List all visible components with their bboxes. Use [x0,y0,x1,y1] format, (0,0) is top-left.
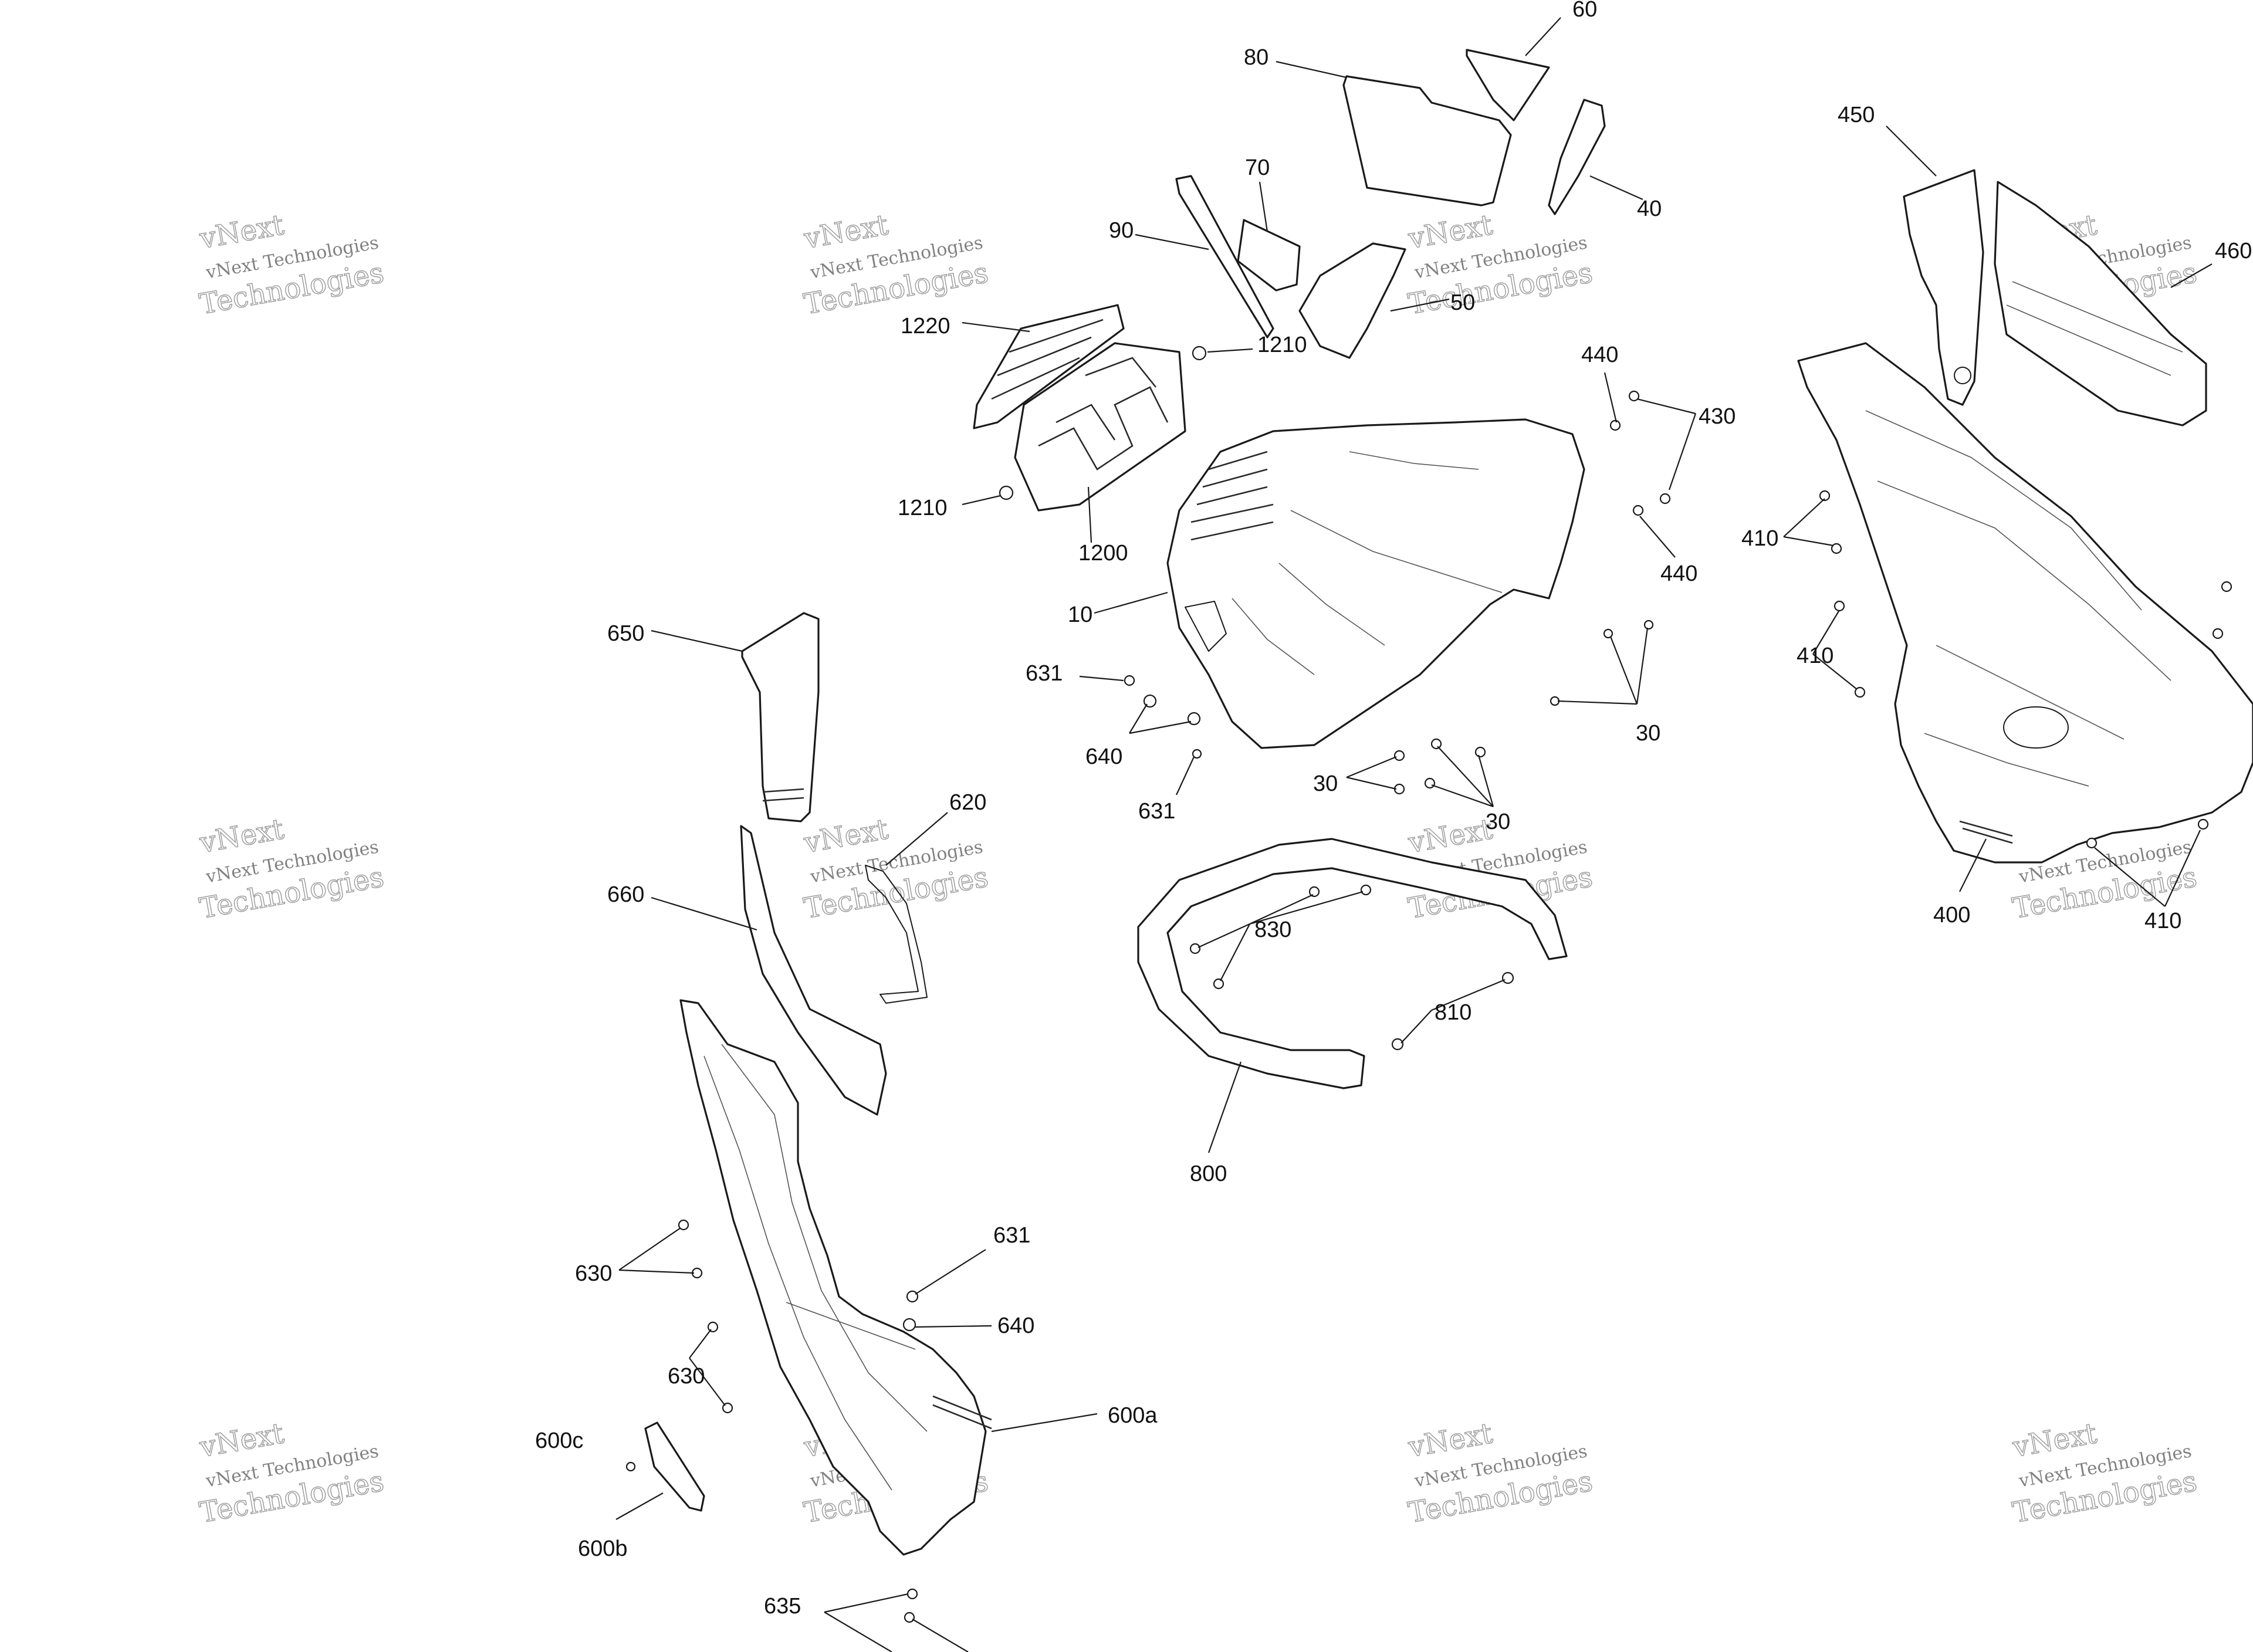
watermark-vnext: vNext [197,208,286,255]
callout-600c: 600c [535,1428,583,1453]
watermark-vnext: vNext [1406,813,1495,859]
watermark-vnext: vNext [197,1417,286,1464]
panel-400 [1797,342,2253,864]
panel-650 [741,612,820,822]
callout-800: 800 [1190,1162,1227,1186]
callout-1210: 1210 [1257,333,1307,357]
panel-40 [1548,99,1606,215]
callout-430: 430 [1699,404,1736,429]
callout-600a: 600a [1108,1403,1158,1428]
panel-50 [1298,242,1406,359]
callout-620: 620 [949,790,986,815]
body-10-detail [1232,451,1503,675]
callout-640: 640 [1085,744,1122,769]
callout-40: 40 [1637,197,1662,221]
grille-1220 [973,304,1125,429]
panel-400-cutout [2003,706,2069,749]
panel-400-detail [1865,410,2171,787]
panel-460 [1994,181,2207,426]
panel-400-strip [1959,820,2013,844]
callout-630: 630 [575,1261,612,1286]
fasteners-410 [1819,490,2232,849]
body-10-vent [1185,601,1227,652]
callout-30: 30 [1313,771,1338,796]
callout-440: 440 [1660,561,1697,586]
panel-450-hole [1954,367,1971,384]
callout-600b: 600b [578,1536,628,1561]
callout-631: 631 [1026,661,1063,686]
fasteners-810 [1391,971,1514,1051]
callout-631: 631 [993,1223,1030,1248]
callout-660: 660 [607,882,644,907]
callout-460: 460 [2215,239,2252,263]
bumper-800 [1137,838,1568,1089]
callout-30: 30 [1486,810,1510,834]
callout-650: 650 [607,621,644,646]
callout-60: 60 [1572,0,1597,22]
grille-1220-detail [991,319,1104,400]
callout-810: 810 [1435,1000,1471,1025]
panel-80 [1342,75,1512,206]
clip-1210 [1192,346,1207,361]
callout-630: 630 [668,1364,705,1389]
panel-60 [1466,49,1550,121]
clip-1210 [999,485,1014,500]
callout-400: 400 [1933,903,1970,927]
callout-830: 830 [1254,918,1291,942]
callout-640: 640 [997,1314,1034,1338]
callout-10: 10 [1068,602,1092,627]
bracket-620 [865,865,928,1004]
trim-660 [740,825,887,1116]
callout-labels: 60 80 70 90 40 50 450 460 1220 1210 1210… [535,0,2252,1619]
callout-410: 410 [1741,526,1778,551]
callout-1210: 1210 [898,496,948,520]
callout-1220: 1220 [901,314,950,338]
callout-450: 450 [1838,103,1875,127]
watermark-vnext: vNext [1406,208,1495,255]
body-10-grille [1190,451,1274,541]
callout-410: 410 [1797,644,1833,668]
watermark-vnext: vNext [1406,1417,1495,1464]
panel-70 [1237,219,1301,292]
watermark-vnext: vNext [2010,1417,2099,1464]
callout-70: 70 [1245,155,1270,180]
panel-600a-strip [932,1395,992,1430]
grille-1200-detail [1038,357,1169,470]
callout-30: 30 [1636,721,1660,746]
callout-635: 635 [764,1594,801,1619]
callout-410: 410 [2144,909,2181,933]
grille-1200 [1014,342,1186,512]
callout-80: 80 [1244,45,1268,70]
callout-631: 631 [1138,799,1175,824]
leader-lines [615,17,2213,1652]
panel-650-detail [762,788,804,802]
fasteners-630 [625,1219,919,1623]
watermark-vnext: vNext [197,813,286,859]
body-10 [1166,418,1585,749]
watermark-vnext: vNext [801,813,891,859]
panel-450 [1903,169,1984,406]
panel-600a [679,999,987,1556]
panel-460-detail [2006,281,2183,376]
watermark-vnext: vNext [801,208,891,255]
callout-440: 440 [1581,343,1618,367]
callout-50: 50 [1450,290,1475,315]
callout-1200: 1200 [1078,541,1128,566]
callout-90: 90 [1109,218,1134,243]
fasteners-830 [1189,884,1372,990]
cover-600b [644,1421,705,1512]
panel-90 [1175,175,1274,338]
fasteners-top [1124,390,1671,795]
panel-600a-detail [703,1044,928,1491]
